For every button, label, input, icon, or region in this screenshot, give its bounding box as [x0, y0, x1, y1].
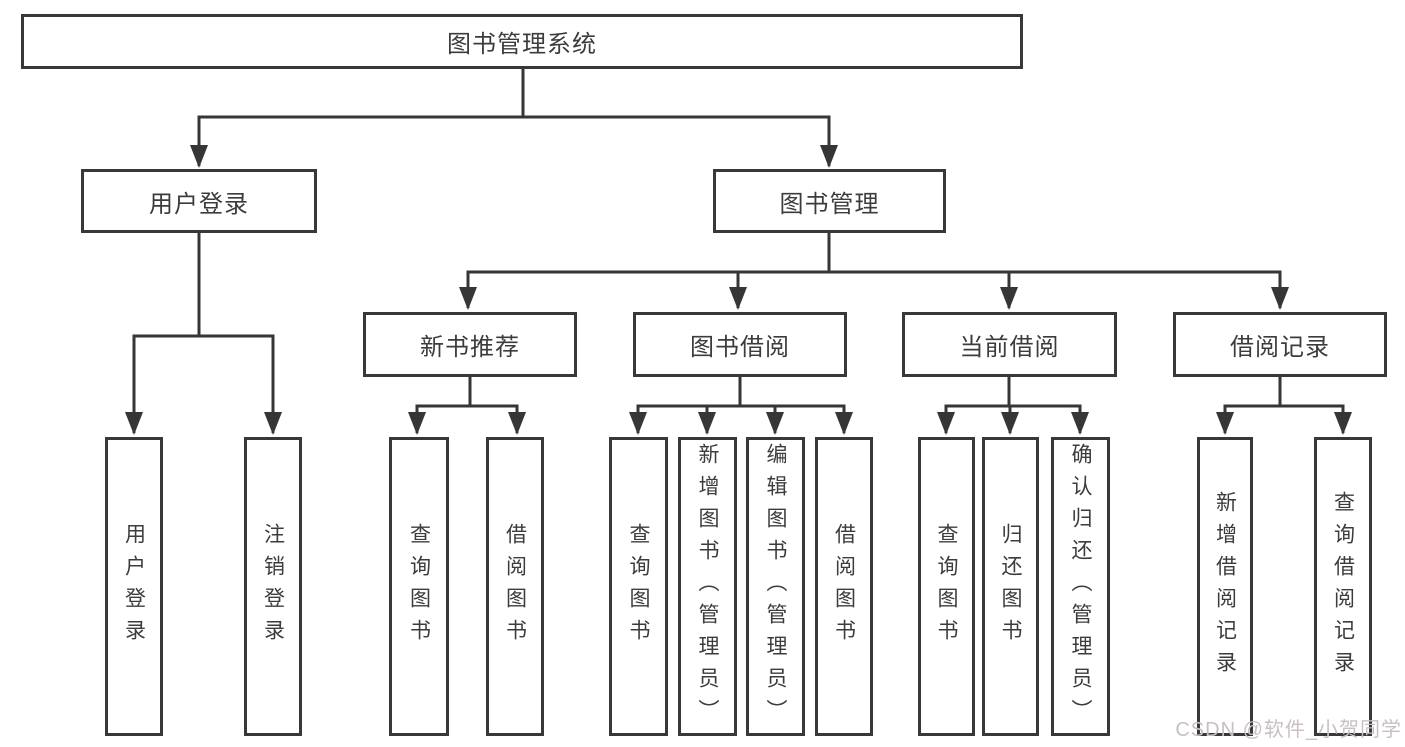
leaf-user-login: 用户登录 — [105, 437, 163, 736]
node-book-management: 图书管理 — [713, 169, 946, 233]
leaf-edit-book-admin: 编辑图书（管理员） — [746, 437, 805, 736]
leaf-confirm-return-admin: 确认归还（管理员） — [1051, 437, 1110, 736]
leaf-query-books-borrowing: 查询图书 — [609, 437, 668, 736]
leaf-query-borrow-record: 查询借阅记录 — [1314, 437, 1372, 736]
leaf-add-borrow-record: 新增借阅记录 — [1197, 437, 1253, 736]
node-new-book-recommend: 新书推荐 — [363, 312, 577, 377]
node-borrowing-records: 借阅记录 — [1173, 312, 1387, 377]
leaf-logout: 注销登录 — [244, 437, 302, 736]
node-root: 图书管理系统 — [21, 14, 1023, 69]
leaf-borrow-books-borrowing: 借阅图书 — [815, 437, 873, 736]
node-current-borrowing: 当前借阅 — [902, 312, 1117, 377]
leaf-query-books-current: 查询图书 — [918, 437, 975, 736]
node-book-borrowing: 图书借阅 — [633, 312, 847, 377]
leaf-borrow-books-recommend: 借阅图书 — [486, 437, 544, 736]
leaf-query-books-recommend: 查询图书 — [389, 437, 449, 736]
leaf-add-book-admin: 新增图书（管理员） — [678, 437, 737, 736]
csdn-watermark: CSDN @软件_小贺同学 — [1175, 719, 1402, 741]
arrowheads — [125, 145, 1352, 435]
leaf-return-books: 归还图书 — [982, 437, 1039, 736]
node-user-login: 用户登录 — [81, 169, 317, 233]
